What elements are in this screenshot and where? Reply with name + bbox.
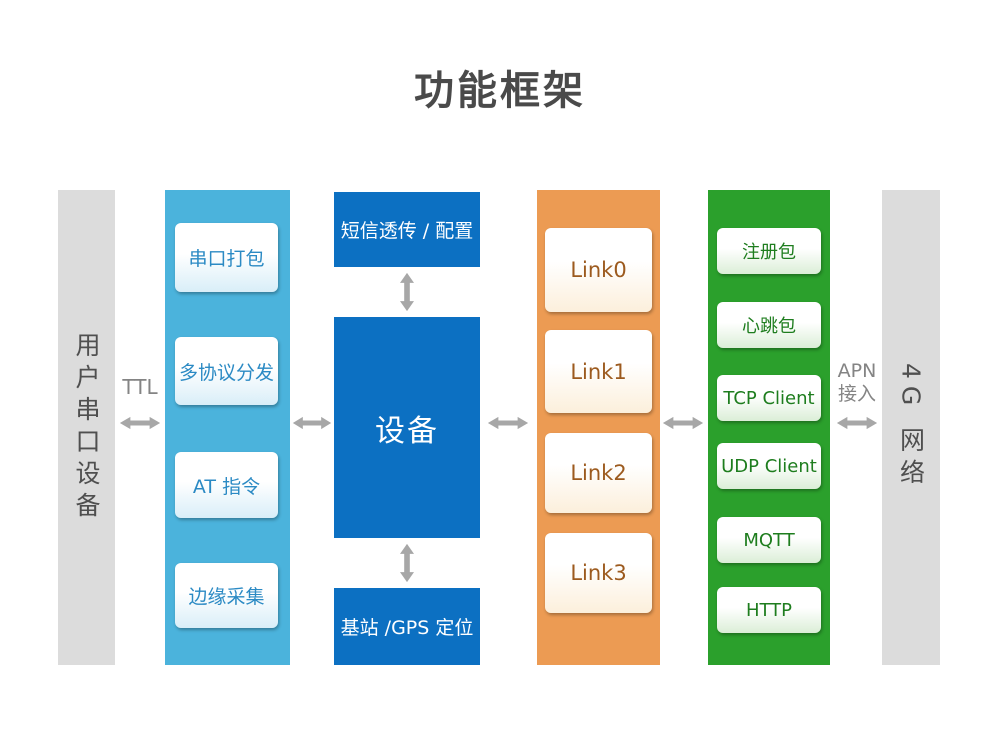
multi-protocol-dispatch-box: 多协议分发 [175, 337, 278, 405]
base-station-gps-box: 基站 /GPS 定位 [334, 588, 480, 665]
core-link-bidirectional-arrow-icon [487, 416, 529, 430]
apn-label-line2: 接入 [837, 383, 876, 405]
link2-box: Link2 [545, 433, 652, 513]
link3-box: Link3 [545, 533, 652, 613]
page-title: 功能框架 [414, 68, 586, 114]
serial-pack-box: 串口打包 [175, 223, 278, 292]
ttl-label: TTL [122, 375, 158, 399]
user-serial-device-bar: 用户串口设备 [58, 190, 115, 665]
register-packet-box: 注册包 [717, 228, 821, 274]
mqtt-box: MQTT [717, 517, 821, 563]
device-gps-bidirectional-arrow-icon [399, 543, 415, 583]
link-protocol-bidirectional-arrow-icon [662, 416, 704, 430]
protocol-column: 注册包 心跳包 TCP Client UDP Client MQTT HTTP [708, 190, 830, 665]
link1-box: Link1 [545, 330, 652, 413]
serial-function-column: 串口打包 多协议分发 AT 指令 边缘采集 [165, 190, 290, 665]
user-serial-device-label: 用户串口设备 [72, 331, 101, 524]
link-column: Link0 Link1 Link2 Link3 [537, 190, 660, 665]
http-box: HTTP [717, 587, 821, 633]
tcp-client-box: TCP Client [717, 375, 821, 421]
sms-transparent-config-box: 短信透传 / 配置 [334, 192, 480, 267]
4g-network-label: 4G 网络 [896, 363, 926, 492]
at-command-box: AT 指令 [175, 452, 278, 518]
link0-box: Link0 [545, 228, 652, 312]
serial-core-bidirectional-arrow-icon [292, 416, 332, 430]
heartbeat-packet-box: 心跳包 [717, 302, 821, 348]
apn-access-label: APN 接入 [829, 360, 885, 406]
udp-client-box: UDP Client [717, 443, 821, 489]
device-box: 设备 [334, 317, 480, 538]
apn-label-line1: APN [837, 360, 877, 382]
edge-collection-box: 边缘采集 [175, 563, 278, 628]
apn-bidirectional-arrow-icon [836, 416, 878, 430]
ttl-bidirectional-arrow-icon [119, 416, 161, 430]
sms-device-bidirectional-arrow-icon [399, 272, 415, 312]
4g-network-bar: 4G 网络 [882, 190, 940, 665]
